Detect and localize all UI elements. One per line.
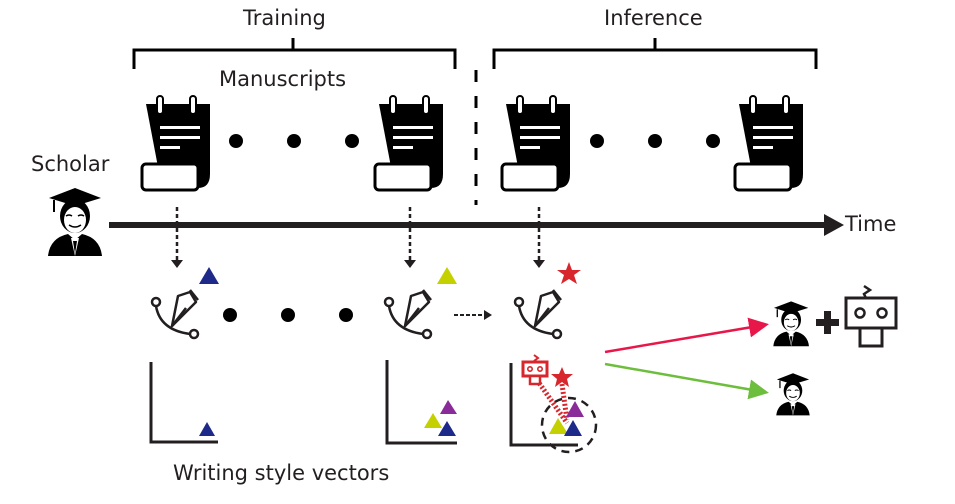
ellipsis-training <box>229 134 359 148</box>
scholar-icon-ai-assisted <box>772 300 810 347</box>
time-label: Time <box>845 212 897 236</box>
star-distance-line <box>559 383 570 421</box>
blue-vector <box>438 421 456 436</box>
scholar-label: Scholar <box>31 152 110 176</box>
scholar-icon <box>47 187 103 257</box>
plus-icon <box>816 311 839 334</box>
style-encoder-icon <box>513 288 563 340</box>
inference-bracket <box>492 38 818 69</box>
ellipsis-vectors <box>223 308 353 322</box>
scholar-icon-authentic <box>775 372 811 417</box>
robot-marker-icon <box>521 353 549 386</box>
robot-distance-line <box>534 378 570 425</box>
red-star-marker <box>557 262 581 284</box>
arrowheads <box>171 260 545 268</box>
robot-icon <box>844 284 898 348</box>
training-bracket <box>132 38 457 69</box>
style-encoder-icon <box>383 288 433 340</box>
blue-vector <box>564 420 582 436</box>
manuscript-icon <box>140 94 212 192</box>
manuscript-icon <box>733 94 805 192</box>
manuscripts-label: Manuscripts <box>219 67 347 91</box>
yellow-triangle-marker <box>437 267 457 284</box>
time-arrowhead <box>824 214 844 236</box>
blue-vector <box>199 422 215 436</box>
training-label: Training <box>243 6 326 30</box>
extract-arrows <box>175 207 541 262</box>
arrowhead <box>484 310 492 320</box>
manuscript-icon <box>373 94 445 192</box>
yellow-vector <box>424 413 442 428</box>
yellow-vector <box>549 418 568 434</box>
vector-plot-axes <box>149 362 218 444</box>
vector-plot-axes <box>385 360 457 445</box>
red-outcome-arrow <box>604 317 769 354</box>
purple-vector <box>440 400 457 414</box>
vector-plot-axes <box>509 363 578 447</box>
purple-vector <box>566 401 584 417</box>
style-encoder-icon <box>150 288 200 340</box>
manuscript-icon <box>500 94 572 192</box>
red-star-vector <box>551 367 573 387</box>
ellipsis-inference <box>590 134 720 148</box>
writing-style-vectors-label: Writing style vectors <box>173 461 390 485</box>
cluster-circle <box>540 396 598 454</box>
green-outcome-arrow <box>604 362 769 400</box>
blue-triangle-marker <box>199 267 219 284</box>
inference-label: Inference <box>604 6 703 30</box>
